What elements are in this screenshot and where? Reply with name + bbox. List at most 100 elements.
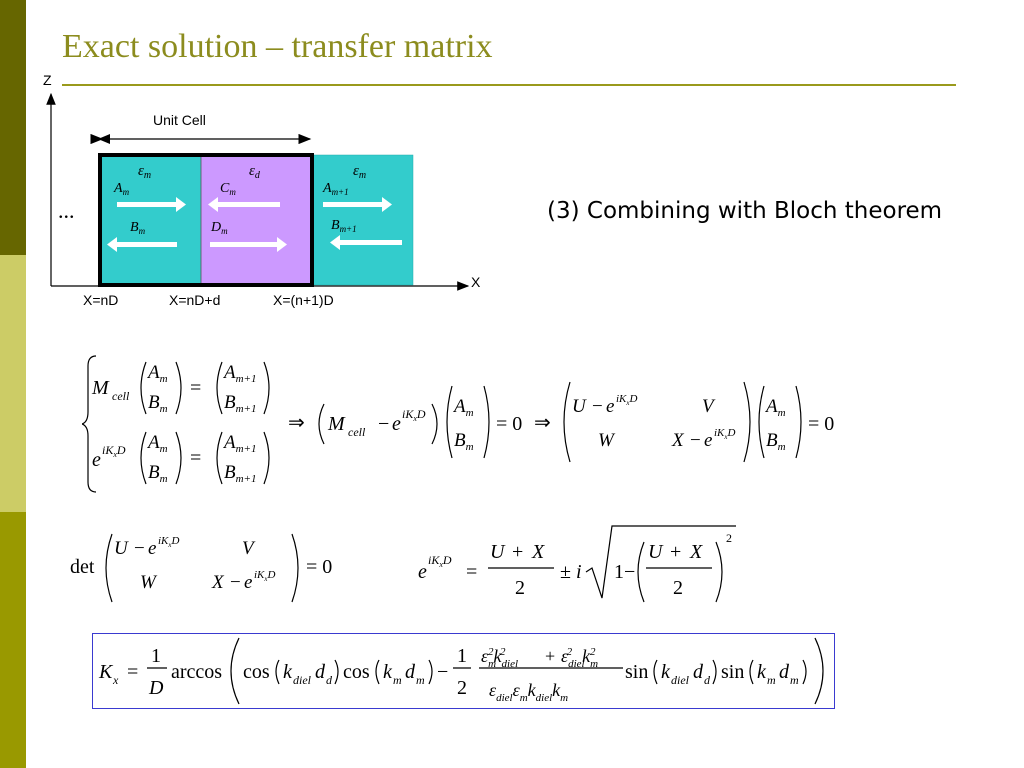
equation-system: M cell Am Bm = Am+1 Bm+1 e iKxD Am Bm = … <box>82 355 834 493</box>
svg-text:d: d <box>405 661 416 683</box>
svg-text:+: + <box>545 646 555 666</box>
svg-text:=: = <box>190 377 201 399</box>
eps-m-label-2: εm <box>353 163 366 181</box>
svg-text:x: x <box>112 673 119 687</box>
svg-text:−: − <box>690 430 701 451</box>
position-label-n1d: X=(n+1)D <box>273 292 334 308</box>
svg-text:X: X <box>531 541 545 563</box>
amp-b-label: Bm <box>130 220 146 236</box>
svg-text:Bm: Bm <box>454 430 474 453</box>
svg-text:k: k <box>283 661 293 683</box>
svg-text:e: e <box>418 561 427 583</box>
bloch-bullet: (3) Combining with Bloch theorem <box>547 198 943 224</box>
svg-text:e: e <box>244 572 252 593</box>
svg-text:iKxD: iKxD <box>616 393 638 407</box>
svg-text:iKxD: iKxD <box>254 569 276 583</box>
svg-text:Bm: Bm <box>766 430 786 453</box>
svg-text:D: D <box>148 677 164 699</box>
svg-text:Am+1: Am+1 <box>222 432 256 455</box>
svg-text:−: − <box>437 661 448 683</box>
svg-text:εm2kdiel2: εm2kdiel2 <box>481 646 518 670</box>
svg-text:= 0: = 0 <box>306 556 332 578</box>
amp-a-next-label: Am+1 <box>322 181 349 197</box>
svg-text:Am: Am <box>764 396 786 419</box>
svg-text:d: d <box>779 661 790 683</box>
svg-text:Bm+1: Bm+1 <box>224 462 256 485</box>
svg-text:K: K <box>98 661 114 683</box>
svg-text:d: d <box>693 661 704 683</box>
eps-m-label-1: εm <box>138 163 151 181</box>
svg-text:V: V <box>702 396 716 417</box>
svg-text:U: U <box>648 541 664 563</box>
amp-d-label: Dm <box>210 220 228 236</box>
svg-text:Bm+1: Bm+1 <box>224 392 256 415</box>
svg-text:−: − <box>230 572 241 593</box>
svg-text:=: = <box>127 661 138 683</box>
svg-text:2: 2 <box>457 677 467 699</box>
svg-text:k: k <box>757 661 767 683</box>
dielectric-layer <box>201 155 312 285</box>
svg-text:Bm: Bm <box>148 392 168 415</box>
arrow-right-a <box>117 197 186 212</box>
svg-text:e: e <box>92 449 101 471</box>
equation-determinant: det U − e iKxD V W X − e iKxD = 0 <box>70 533 332 603</box>
svg-text:m: m <box>767 673 776 687</box>
svg-text:1: 1 <box>457 645 467 667</box>
unit-cell-label: Unit Cell <box>153 112 206 128</box>
svg-text:±: ± <box>560 561 571 583</box>
svg-text:m: m <box>416 673 425 687</box>
svg-text:W: W <box>140 572 158 593</box>
ellipsis-left: ... <box>58 198 75 223</box>
svg-text:⇒: ⇒ <box>288 412 305 434</box>
z-axis-label: Z <box>43 72 52 88</box>
svg-text:d: d <box>326 673 333 687</box>
svg-text:i: i <box>576 561 582 583</box>
svg-text:diel: diel <box>671 673 690 687</box>
svg-text:e: e <box>704 430 712 451</box>
svg-text:iKxD: iKxD <box>402 407 426 423</box>
svg-text:U: U <box>572 396 587 417</box>
svg-text:k: k <box>661 661 671 683</box>
svg-text:−: − <box>592 396 603 417</box>
arrow-left-b-next <box>330 235 402 250</box>
title-rule <box>62 84 956 86</box>
sidebar-bar-dark <box>0 0 26 255</box>
svg-text:=: = <box>466 561 477 583</box>
svg-text:cos: cos <box>243 661 270 683</box>
svg-text:2: 2 <box>726 531 732 545</box>
svg-text:diel: diel <box>293 673 312 687</box>
svg-text:iKxD: iKxD <box>102 443 126 459</box>
arrow-right-d <box>210 237 287 252</box>
svg-text:Am+1: Am+1 <box>222 362 256 385</box>
svg-text:iKxD: iKxD <box>714 427 736 441</box>
amp-c-label: Cm <box>220 181 236 197</box>
svg-text:U: U <box>114 538 129 559</box>
svg-text:e: e <box>606 396 614 417</box>
sidebar-bar-mid <box>0 512 26 768</box>
svg-text:cos: cos <box>343 661 370 683</box>
svg-text:d: d <box>704 673 711 687</box>
svg-text:Am: Am <box>452 396 474 419</box>
system-brace <box>82 355 97 493</box>
unit-cell-arrow-left-head <box>98 134 110 144</box>
slide-title: Exact solution – transfer matrix <box>62 28 493 65</box>
svg-text:Am: Am <box>146 432 168 455</box>
svg-text:iKxD: iKxD <box>158 535 180 549</box>
svg-text:arccos: arccos <box>171 661 222 683</box>
arrow-left-b <box>107 237 177 252</box>
svg-text:Am: Am <box>146 362 168 385</box>
svg-text:sin: sin <box>625 661 648 683</box>
svg-text:−: − <box>134 538 145 559</box>
svg-text:m: m <box>393 673 402 687</box>
svg-text:= 0: = 0 <box>496 413 522 435</box>
arrow-left-c <box>208 197 280 212</box>
equation-dispersion: K x = 1 D arccos cos k diel d d cos k m … <box>98 637 824 705</box>
dispersion-formula-box: K x = 1 D arccos cos k diel d d cos k m … <box>92 633 835 709</box>
metal-layer-1 <box>100 155 201 285</box>
svg-text:U: U <box>490 541 506 563</box>
svg-text:M: M <box>91 377 110 399</box>
svg-text:e: e <box>392 413 401 435</box>
sidebar-decoration <box>0 0 26 768</box>
svg-text:e: e <box>148 538 156 559</box>
